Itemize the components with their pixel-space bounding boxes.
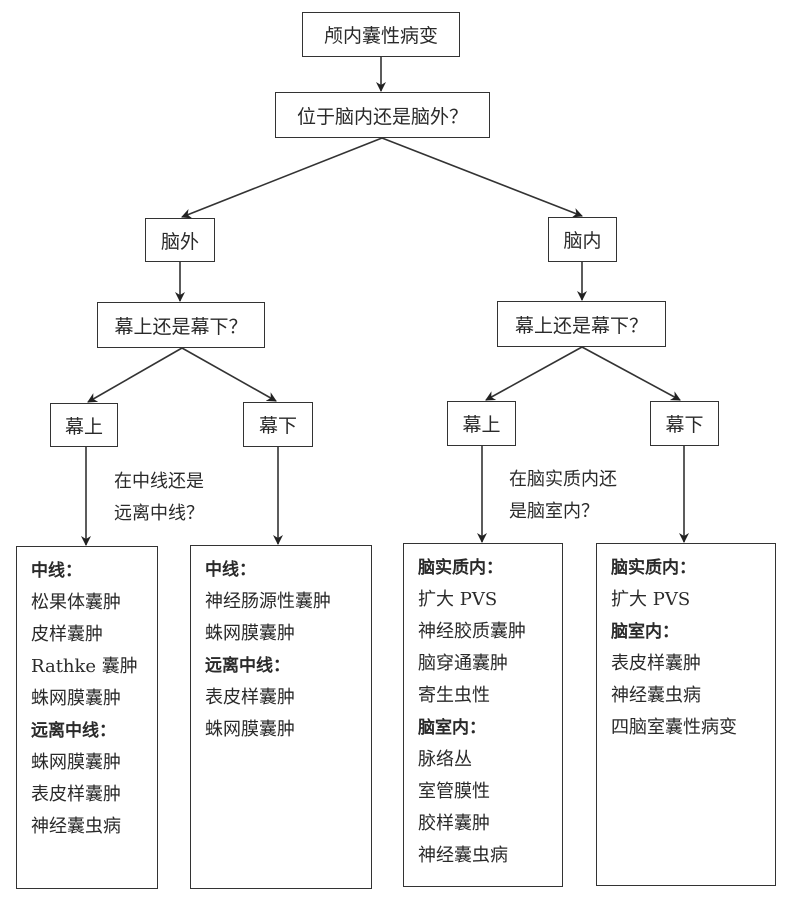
diagnosis-item: 扩大 PVS [611, 589, 691, 610]
arrow-to-extra-axial [181, 137, 383, 219]
diagnosis-item: 神经肠源性囊肿 [205, 591, 331, 612]
category-heading: 中线： [205, 560, 256, 580]
diagnosis-item: 神经囊虫病 [611, 685, 701, 706]
question-line: 在脑实质内还 [509, 469, 617, 490]
intra-supratentorial-results: 脑实质内： 扩大 PVS 神经胶质囊肿脑穿通囊肿寄生虫性脑室内： 脉络丛室管膜性胶样囊… [403, 543, 563, 887]
diagnosis-item: 脑穿通囊肿 [418, 653, 508, 674]
extra-infratentorial-results: 中线：神经肠源性囊肿蛛网膜囊肿远离中线：表皮样囊肿蛛网膜囊肿 [190, 545, 372, 889]
category-heading: 脑室内： [611, 622, 679, 642]
diagnosis-item: Rathke 囊肿 [31, 656, 138, 677]
category-heading: 脑实质内： [418, 558, 503, 578]
question-line: 远离中线？ [114, 503, 204, 524]
intra-infratentorial-node: 幕下 [650, 401, 719, 446]
diagnosis-item: 胶样囊肿 [418, 813, 490, 834]
arrow-extra-to-supra [87, 347, 183, 403]
diagnosis-item: 神经囊虫病 [31, 816, 121, 837]
root-node: 颅内囊性病变 [302, 12, 460, 57]
diagnosis-item: 蛛网膜囊肿 [31, 752, 121, 773]
extra-infratentorial-node: 幕下 [243, 402, 313, 447]
location-question-node: 位于脑内还是脑外？ [275, 92, 490, 138]
arrow-intra-to-infra [581, 346, 681, 401]
category-heading: 远离中线： [31, 721, 116, 741]
extra-axial-node: 脑外 [145, 218, 215, 262]
category-heading: 中线： [31, 561, 82, 581]
diagnosis-item: 脉络丛 [418, 749, 472, 770]
question-line: 在中线还是 [114, 471, 204, 492]
diagnosis-item: 皮样囊肿 [31, 624, 103, 645]
diagnosis-item: 蛛网膜囊肿 [31, 688, 121, 709]
question-line: 是脑室内？ [509, 501, 599, 522]
diagnosis-item: 神经胶质囊肿 [418, 621, 526, 642]
intra-parenchyma-question: 在脑实质内还 是脑室内？ [509, 464, 617, 528]
diagnosis-item: 蛛网膜囊肿 [205, 623, 295, 644]
extra-supratentorial-node: 幕上 [50, 403, 118, 447]
category-heading: 脑室内： [418, 718, 486, 738]
diagnosis-item: 蛛网膜囊肿 [205, 719, 295, 740]
category-heading: 远离中线： [205, 656, 290, 676]
diagnosis-item: 寄生虫性 [418, 685, 490, 706]
arrow-extra-to-infra [181, 347, 277, 402]
diagnosis-item: 表皮样囊肿 [205, 687, 295, 708]
intra-axial-node: 脑内 [548, 217, 617, 262]
intra-tentorium-question-node: 幕上还是幕下？ [497, 301, 666, 347]
diagnosis-item: 室管膜性 [418, 781, 490, 802]
diagnosis-item: 表皮样囊肿 [31, 784, 121, 805]
intra-supratentorial-node: 幕上 [447, 401, 516, 446]
intra-infratentorial-results: 脑实质内： 扩大 PVS 脑室内： 表皮样囊肿神经囊虫病四脑室囊性病变 [596, 543, 776, 886]
diagnosis-item: 松果体囊肿 [31, 592, 121, 613]
diagnosis-item: 扩大 PVS [418, 589, 498, 610]
diagnosis-item: 神经囊虫病 [418, 845, 508, 866]
diagnosis-item: 表皮样囊肿 [611, 653, 701, 674]
extra-tentorium-question-node: 幕上还是幕下？ [97, 302, 265, 348]
arrow-intra-to-supra [485, 346, 583, 401]
extra-midline-question: 在中线还是 远离中线？ [114, 466, 204, 530]
diagnosis-item: 四脑室囊性病变 [611, 717, 737, 738]
category-heading: 脑实质内： [611, 558, 696, 578]
arrow-to-intra-axial [381, 137, 583, 218]
